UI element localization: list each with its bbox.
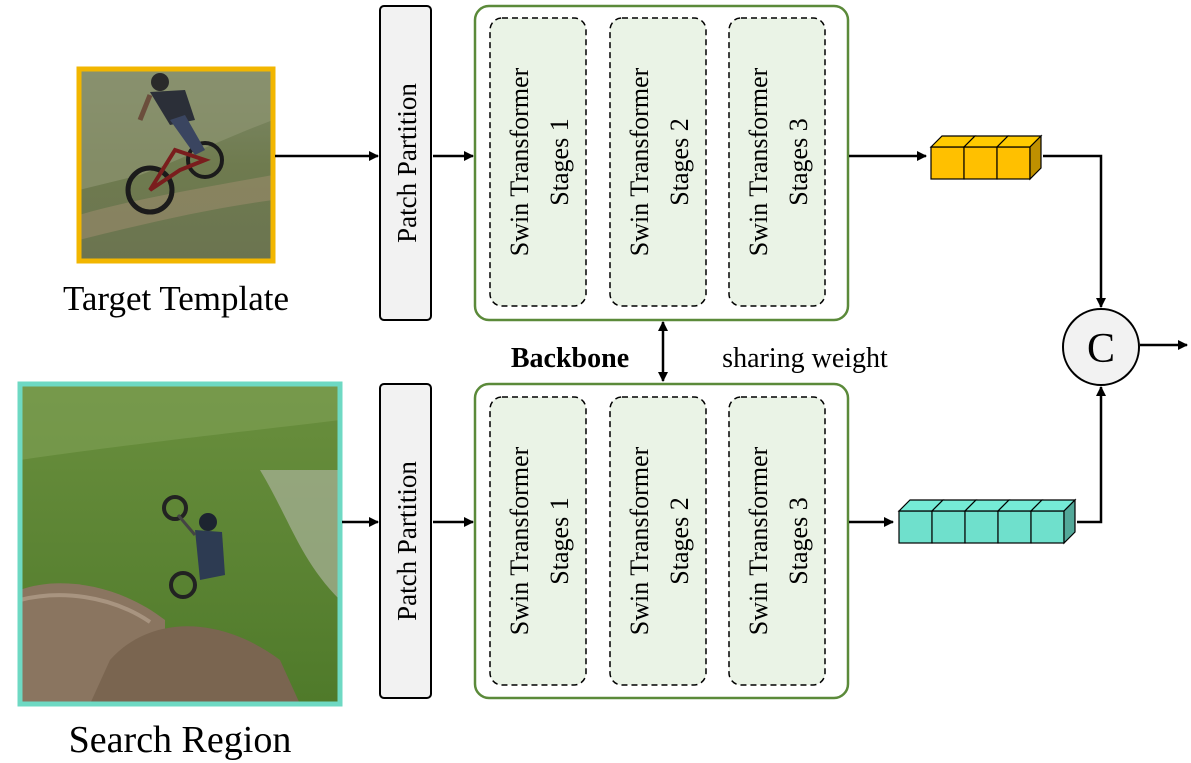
template-token-strip: [929, 134, 1043, 181]
search-image: [17, 381, 343, 707]
backbone-top: Swin Transformer Stages 1 Swin Transform…: [473, 4, 850, 322]
backbone-label: Backbone: [511, 343, 629, 374]
template-token-1: [930, 146, 965, 180]
stage-3-top: Swin Transformer Stages 3: [728, 17, 826, 307]
search-image-border: [17, 381, 343, 707]
template-token-2: [963, 146, 998, 180]
concat-label: C: [1087, 326, 1115, 372]
template-image-border: [76, 66, 276, 264]
search-label: Search Region: [69, 719, 292, 761]
stage-3-bottom: Swin Transformer Stages 3: [728, 396, 826, 686]
stage-1-top: Swin Transformer Stages 1: [489, 17, 587, 307]
search-token-4: [997, 510, 1032, 544]
stage-3-top-line1: Swin Transformer: [744, 67, 773, 256]
concat-node: C: [1062, 308, 1140, 386]
stage-2-top-line2: Stages 2: [665, 118, 694, 205]
stage-1-bottom-line2: Stages 1: [545, 497, 574, 584]
search-token-side: [1063, 498, 1076, 545]
sharing-weight-label: sharing weight: [722, 343, 888, 374]
stage-3-top-line2: Stages 3: [784, 118, 813, 205]
template-token-side: [1029, 134, 1042, 181]
search-token-strip: [897, 498, 1077, 545]
stage-1-bottom-line1: Swin Transformer: [505, 446, 534, 635]
search-token-5: [1030, 510, 1065, 544]
stage-2-top: Swin Transformer Stages 2: [609, 17, 707, 307]
stage-3-bottom-line2: Stages 3: [784, 497, 813, 584]
search-token-1: [898, 510, 933, 544]
stage-1-top-line2: Stages 1: [545, 118, 574, 205]
stage-2-bottom-line2: Stages 2: [665, 497, 694, 584]
patch-partition-bottom-label: Patch Partition: [392, 461, 422, 621]
stage-2-bottom-line1: Swin Transformer: [625, 446, 654, 635]
search-token-3: [964, 510, 999, 544]
backbone-bottom: Swin Transformer Stages 1 Swin Transform…: [473, 382, 850, 700]
template-image: [76, 66, 276, 264]
stage-3-bottom-line1: Swin Transformer: [744, 446, 773, 635]
template-token-3: [996, 146, 1031, 180]
patch-partition-top: Patch Partition: [379, 5, 432, 321]
stage-1-bottom: Swin Transformer Stages 1: [489, 396, 587, 686]
arrow-template-tokens-to-concat: [1043, 154, 1106, 308]
stage-2-top-line1: Swin Transformer: [625, 67, 654, 256]
patch-partition-bottom: Patch Partition: [379, 383, 432, 699]
stage-1-top-line1: Swin Transformer: [505, 67, 534, 256]
arrow-search-tokens-to-concat: [1077, 386, 1106, 524]
patch-partition-top-label: Patch Partition: [392, 83, 422, 243]
template-label: Target Template: [63, 279, 289, 318]
stage-2-bottom: Swin Transformer Stages 2: [609, 396, 707, 686]
search-token-2: [931, 510, 966, 544]
